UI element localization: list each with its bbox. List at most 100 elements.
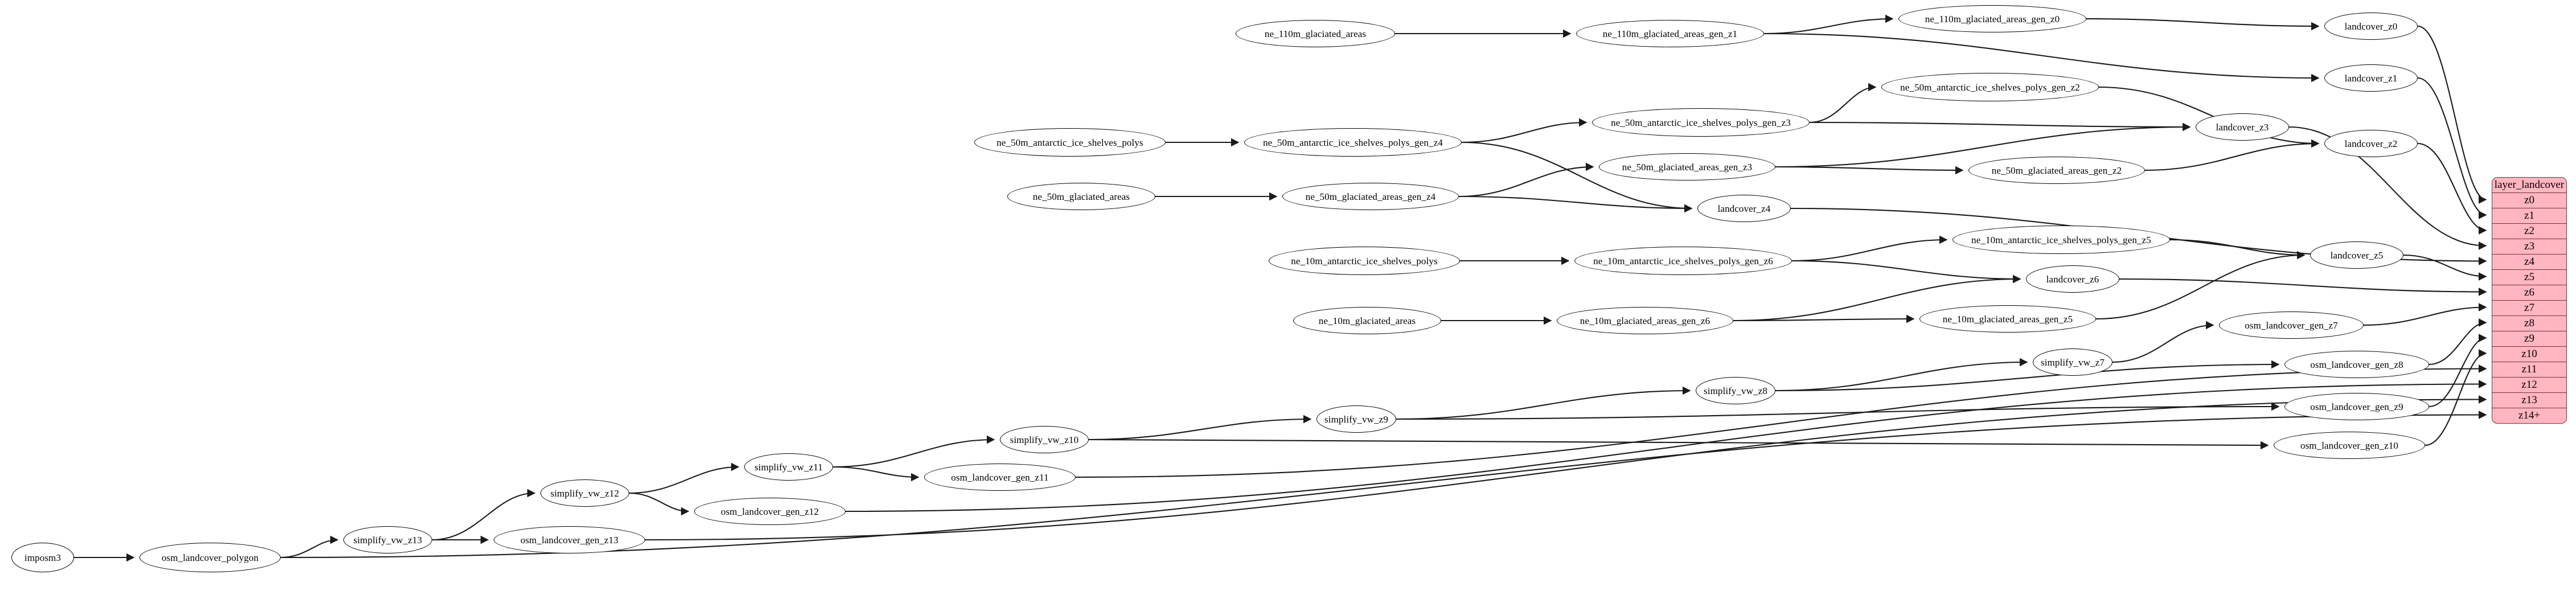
- graph-node-osm_landcover_gen_z12[interactable]: osm_landcover_gen_z12: [694, 498, 846, 525]
- graph-node-landcover_z5[interactable]: landcover_z5: [2310, 241, 2403, 269]
- graph-node-ne_50m_antarctic_ice_shelves_polys_gen_z2[interactable]: ne_50m_antarctic_ice_shelves_polys_gen_z…: [1881, 73, 2099, 101]
- node-label: osm_landcover_gen_z9: [2310, 401, 2403, 412]
- graph-node-landcover_z0[interactable]: landcover_z0: [2324, 13, 2418, 40]
- node-label: landcover_z1: [2344, 72, 2398, 84]
- node-label: ne_50m_glaciated_areas_gen_z4: [1305, 191, 1436, 202]
- graph-edge: [432, 489, 536, 541]
- table-row[interactable]: z12: [2492, 377, 2566, 392]
- graph-node-ne_110m_glaciated_areas_gen_z1[interactable]: ne_110m_glaciated_areas_gen_z1: [1576, 20, 1764, 47]
- graph-edge: [2363, 303, 2487, 326]
- graph-node-ne_50m_glaciated_areas_gen_z2[interactable]: ne_50m_glaciated_areas_gen_z2: [1968, 157, 2145, 184]
- graph-edge: [2098, 86, 2320, 148]
- node-label: landcover_z6: [2046, 273, 2099, 285]
- graph-edge: [645, 395, 2487, 541]
- table-row[interactable]: z2: [2492, 223, 2566, 239]
- graph-edge: [1075, 364, 2487, 478]
- table-row[interactable]: z8: [2492, 315, 2566, 331]
- graph-node-ne_10m_antarctic_ice_shelves_polys_gen_z6[interactable]: ne_10m_antarctic_ice_shelves_polys_gen_z…: [1574, 247, 1792, 275]
- graph-edge: [1396, 402, 2280, 420]
- graph-node-ne_10m_antarctic_ice_shelves_polys[interactable]: ne_10m_antarctic_ice_shelves_polys: [1269, 247, 1460, 275]
- graph-edge: [2095, 251, 2306, 320]
- graph-node-landcover_z1[interactable]: landcover_z1: [2324, 64, 2418, 92]
- graph-edge: [2086, 18, 2320, 31]
- graph-edge: [845, 380, 2487, 512]
- table-row[interactable]: z3: [2492, 239, 2566, 254]
- graph-node-ne_50m_glaciated_areas[interactable]: ne_50m_glaciated_areas: [1007, 183, 1155, 210]
- graph-node-ne_10m_glaciated_areas[interactable]: ne_10m_glaciated_areas: [1293, 307, 1441, 334]
- graph-edge: [1396, 386, 1691, 420]
- node-label: ne_10m_antarctic_ice_shelves_polys: [1291, 255, 1438, 266]
- graph-node-ne_50m_antarctic_ice_shelves_polys[interactable]: ne_50m_antarctic_ice_shelves_polys: [974, 128, 1166, 157]
- graph-node-ne_10m_glaciated_areas_gen_z6[interactable]: ne_10m_glaciated_areas_gen_z6: [1557, 307, 1733, 334]
- node-label: landcover_z5: [2330, 249, 2384, 261]
- graph-node-osm_landcover_gen_z11[interactable]: osm_landcover_gen_z11: [924, 464, 1076, 491]
- graph-node-ne_50m_antarctic_ice_shelves_polys_gen_z4[interactable]: ne_50m_antarctic_ice_shelves_polys_gen_z…: [1244, 128, 1462, 157]
- graph-node-landcover_z2[interactable]: landcover_z2: [2324, 130, 2418, 157]
- node-label: simplify_vw_z9: [1324, 413, 1388, 425]
- node-label: simplify_vw_z7: [2041, 356, 2105, 368]
- graph-edge: [2288, 126, 2487, 250]
- graph-node-imposm3[interactable]: imposm3: [11, 543, 74, 572]
- node-label: simplify_vw_z11: [754, 461, 823, 473]
- node-label: ne_50m_glaciated_areas_gen_z3: [1622, 161, 1753, 173]
- table-row[interactable]: z14+: [2492, 408, 2566, 423]
- graph-edge: [1733, 274, 2021, 322]
- graph-node-simplify_vw_z10[interactable]: simplify_vw_z10: [1000, 426, 1089, 453]
- graph-node-simplify_vw_z7[interactable]: simplify_vw_z7: [2033, 348, 2113, 376]
- graph-node-osm_landcover_gen_z10[interactable]: osm_landcover_gen_z10: [2274, 432, 2425, 459]
- graph-node-simplify_vw_z13[interactable]: simplify_vw_z13: [343, 526, 432, 553]
- graph-node-ne_50m_antarctic_ice_shelves_polys_gen_z3[interactable]: ne_50m_antarctic_ice_shelves_polys_gen_z…: [1592, 108, 1810, 137]
- graph-node-ne_110m_glaciated_areas_gen_z0[interactable]: ne_110m_glaciated_areas_gen_z0: [1898, 5, 2086, 32]
- table-row[interactable]: z0: [2492, 192, 2566, 208]
- table-row[interactable]: z4: [2492, 254, 2566, 269]
- table-row[interactable]: z7: [2492, 300, 2566, 315]
- graph-node-landcover_z4[interactable]: landcover_z4: [1697, 195, 1791, 222]
- table-row[interactable]: z9: [2492, 331, 2566, 346]
- graph-edge: [2144, 139, 2320, 171]
- graph-node-ne_10m_glaciated_areas_gen_z5[interactable]: ne_10m_glaciated_areas_gen_z5: [1919, 305, 2096, 333]
- node-label: ne_50m_antarctic_ice_shelves_polys_gen_z…: [1900, 81, 2080, 93]
- graph-node-ne_110m_glaciated_areas[interactable]: ne_110m_glaciated_areas: [1236, 20, 1395, 47]
- node-label: landcover_z4: [1717, 203, 1771, 214]
- graph-node-ne_50m_glaciated_areas_gen_z3[interactable]: ne_50m_glaciated_areas_gen_z3: [1599, 153, 1775, 181]
- node-label: osm_landcover_gen_z11: [951, 471, 1049, 483]
- node-label: simplify_vw_z13: [353, 534, 423, 546]
- node-label: osm_landcover_polygon: [161, 552, 259, 563]
- graph-node-ne_50m_glaciated_areas_gen_z4[interactable]: ne_50m_glaciated_areas_gen_z4: [1282, 183, 1459, 210]
- graph-node-osm_landcover_gen_z8[interactable]: osm_landcover_gen_z8: [2284, 351, 2429, 378]
- graph-node-landcover_z3[interactable]: landcover_z3: [2196, 113, 2289, 141]
- node-label: osm_landcover_gen_z10: [2300, 440, 2399, 451]
- graph-edge: [2112, 321, 2214, 363]
- table-row[interactable]: z5: [2492, 269, 2566, 285]
- table-row[interactable]: z6: [2492, 285, 2566, 300]
- node-label: ne_10m_glaciated_areas: [1318, 315, 1416, 326]
- graph-node-osm_landcover_gen_z9[interactable]: osm_landcover_gen_z9: [2284, 393, 2429, 420]
- table-row[interactable]: z11: [2492, 362, 2566, 377]
- node-label: ne_50m_glaciated_areas_gen_z2: [1991, 165, 2122, 176]
- graph-edge: [1088, 438, 2269, 450]
- graph-node-simplify_vw_z12[interactable]: simplify_vw_z12: [540, 479, 629, 507]
- graph-edge: [2417, 77, 2487, 219]
- node-label: landcover_z3: [2216, 121, 2269, 133]
- graph-edge: [2119, 278, 2487, 296]
- graph-edge: [1775, 122, 2191, 168]
- table-row[interactable]: z13: [2492, 392, 2566, 408]
- graph-node-simplify_vw_z9[interactable]: simplify_vw_z9: [1316, 405, 1396, 433]
- graph-edge: [832, 466, 920, 482]
- graph-edge: [1763, 14, 1894, 35]
- graph-node-simplify_vw_z8[interactable]: simplify_vw_z8: [1696, 377, 1775, 404]
- node-label: ne_50m_antarctic_ice_shelves_polys: [996, 137, 1143, 148]
- graph-edge: [1763, 32, 2320, 83]
- node-label: osm_landcover_gen_z8: [2310, 359, 2403, 370]
- table-row[interactable]: z10: [2492, 346, 2566, 362]
- graph-node-ne_10m_antarctic_ice_shelves_polys_gen_z5[interactable]: ne_10m_antarctic_ice_shelves_polys_gen_z…: [1952, 225, 2170, 254]
- graph-node-osm_landcover_gen_z7[interactable]: osm_landcover_gen_z7: [2219, 311, 2364, 339]
- graph-node-osm_landcover_polygon[interactable]: osm_landcover_polygon: [140, 543, 281, 572]
- table-row[interactable]: z1: [2492, 208, 2566, 223]
- graph-node-osm_landcover_gen_z13[interactable]: osm_landcover_gen_z13: [494, 526, 645, 553]
- graph-node-landcover_z6[interactable]: landcover_z6: [2026, 265, 2119, 293]
- graph-node-simplify_vw_z11[interactable]: simplify_vw_z11: [744, 453, 833, 481]
